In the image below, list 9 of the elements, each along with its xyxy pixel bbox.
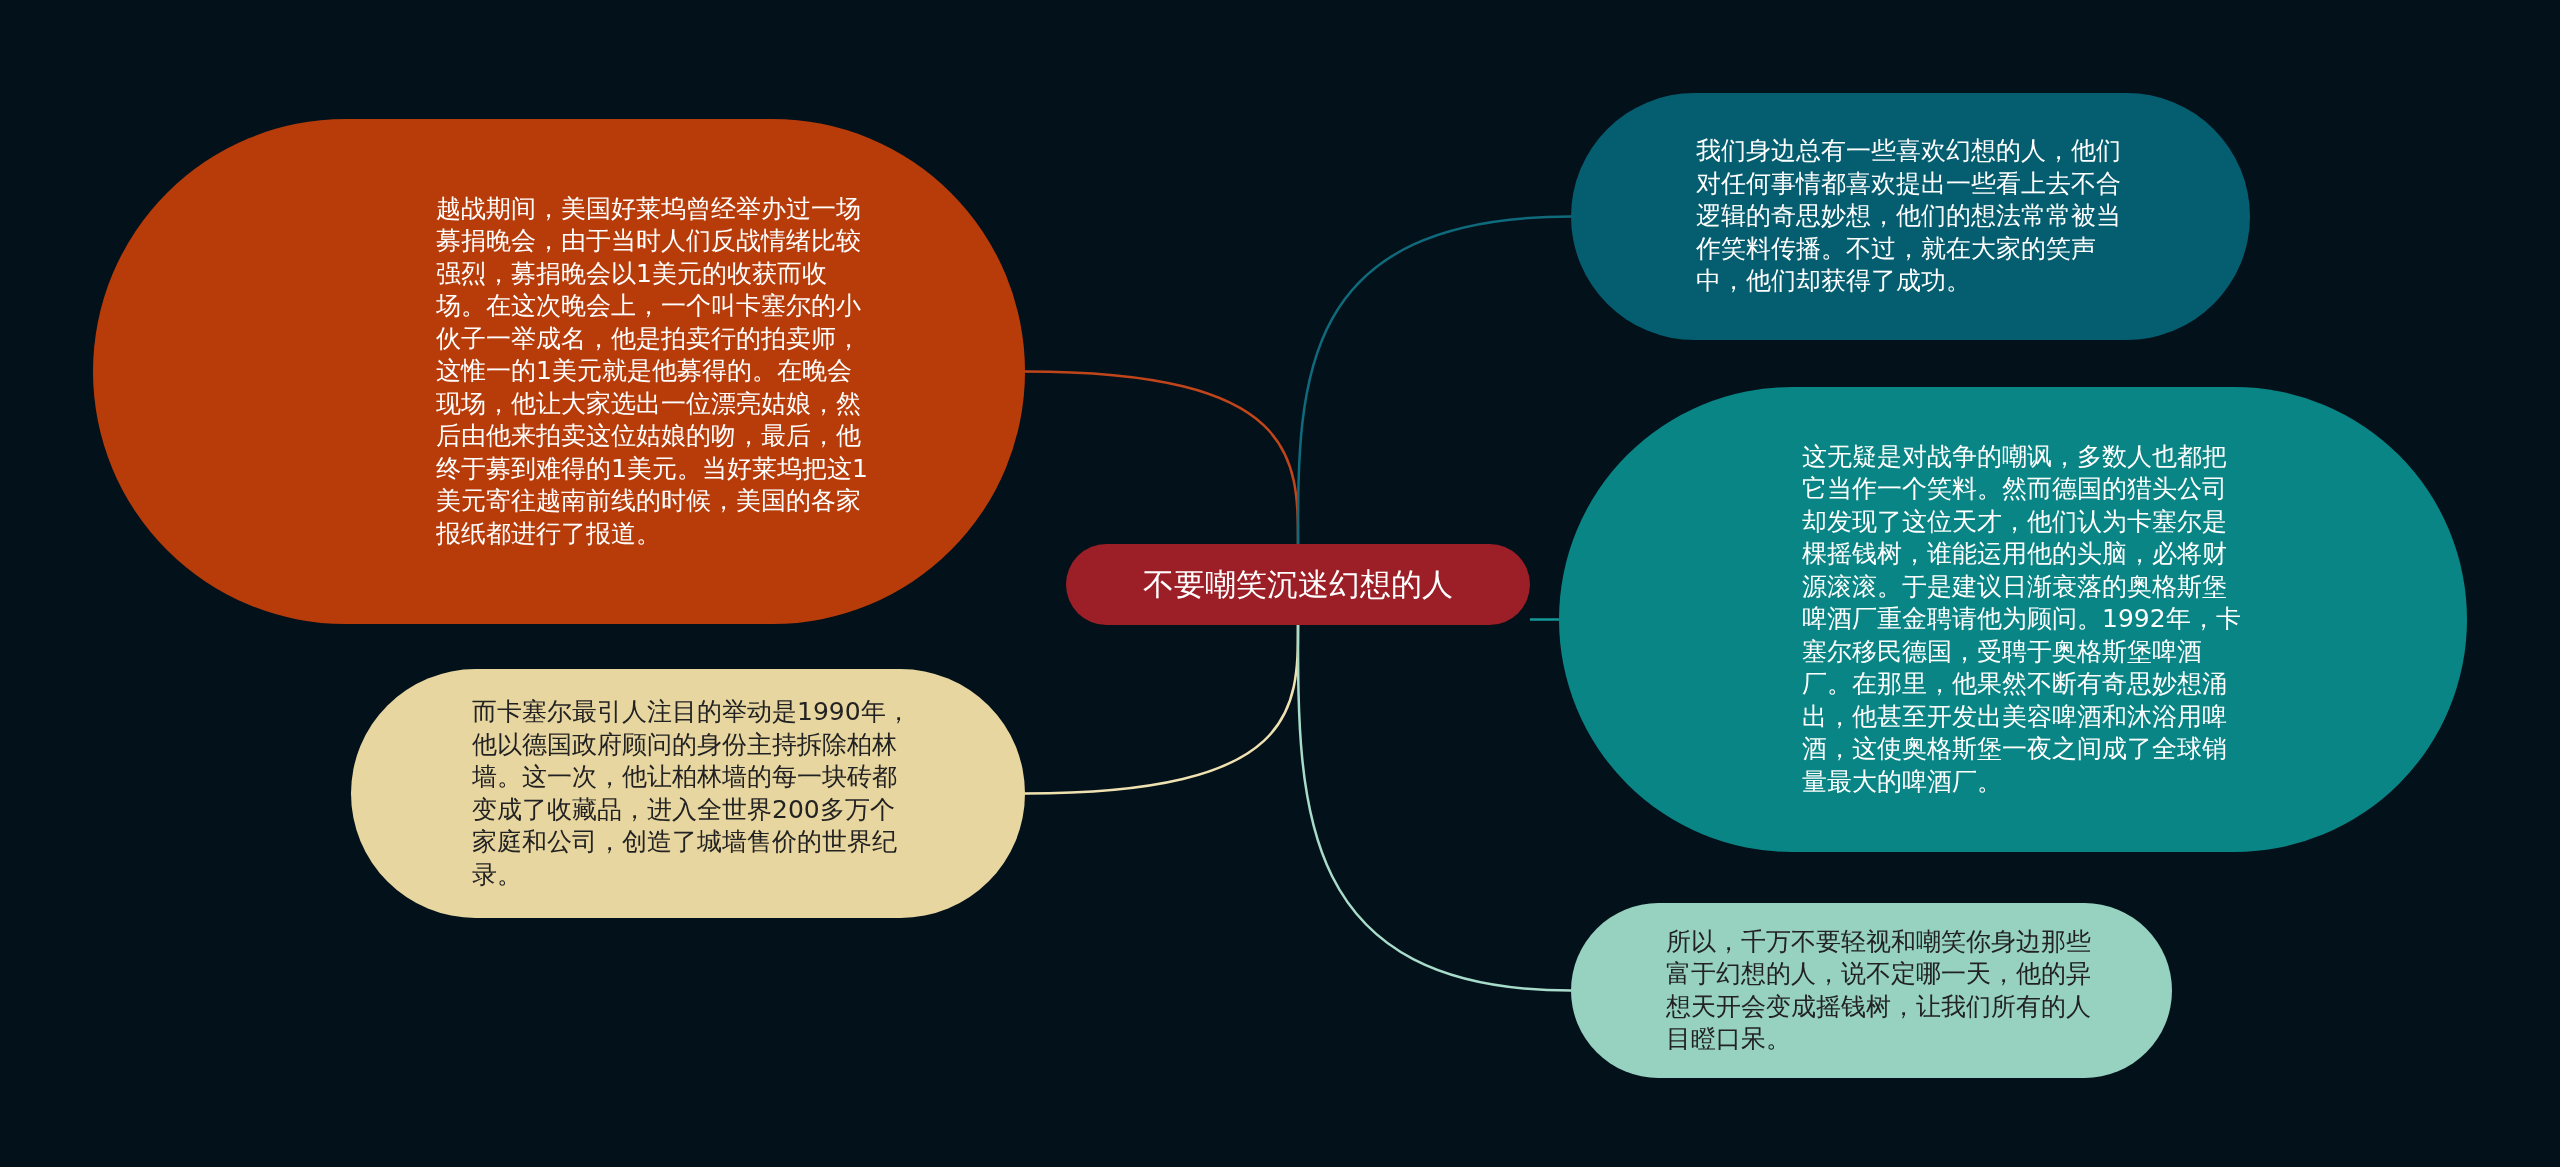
topic-text: 我们身边总有一些喜欢幻想的人，他们对任何事情都喜欢提出一些看上去不合逻辑的奇思妙想，他们的想法常常被当作笑料传播。不过，就在大家的笑声中，他们却获得了成功。 [1696,135,2122,298]
connector-line [1296,215,1572,544]
topic-text: 所以，千万不要轻视和嘲笑你身边那些富于幻想的人，说不定哪一天，他的异想天开会变成摇钱树，让我们所有的人目瞪口呆。 [1666,925,2092,1055]
connector-line [1296,625,1572,992]
connector-line [1530,618,1559,621]
topic-text: 越战期间，美国好莱坞曾经举办过一场募捐晚会，由于当时人们反战情绪比较强烈，募捐晚会以1美元的收获而收场。在这次晚会上，一个叫卡塞尔的小伙子一举成名，他是拍卖行的拍卖师，这惟一的1美元就是他募得的。在晚会现场，他让大家选出一位漂亮姑娘，然后由他来拍卖这位姑娘的吻，最后，他终于募到难得的1美元。当好莱坞把这1美元寄往越南前线的时候，美国的各家报纸都进行了报道。 [436,192,869,550]
topic-title: 不要嘲笑沉迷幻想的人 [1142,565,1454,604]
topic-text: 而卡塞尔最引人注目的举动是1990年，他以德国政府顾问的身份主持拆除柏林墙。这一次，他让柏林墙的每一块砖都变成了收藏品，进入全世界200多万个家庭和公司，创造了城墙售价的世界纪录。 [472,696,912,891]
topic-text: 这无疑是对战争的嘲讽，多数人也都把它当作一个笑料。然而德国的猎头公司却发现了这位天才，他们认为卡塞尔是棵摇钱树，谁能运用他的头脑，必将财源滚滚。于是建议日渐衰落的奥格斯堡啤酒厂重金聘请他为顾问。1992年，卡塞尔移民德国，受聘于奥格斯堡啤酒厂。在那里，他果然不断有奇思妙想涌出，他甚至开发出美容啤酒和沐浴用啤酒，这使奥格斯堡一夜之间成了全球销量最大的啤酒厂。 [1802,440,2242,798]
